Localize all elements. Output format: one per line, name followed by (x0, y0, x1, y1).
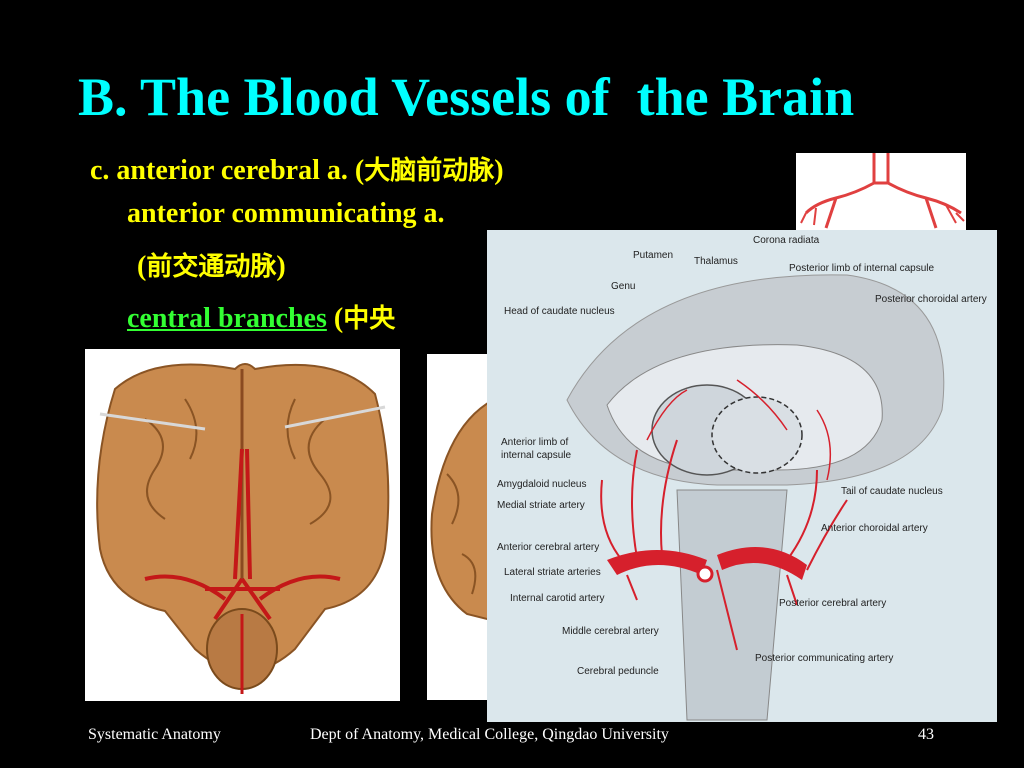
diagram-label: Genu (611, 281, 636, 292)
diagram-label: Head of caudate nucleus (504, 306, 615, 317)
bullet-anterior-cerebral: c. anterior cerebral a. (大脑前动脉) (90, 150, 504, 187)
diagram-label: Cerebral peduncle (577, 666, 659, 677)
footer-page-number: 43 (918, 726, 934, 743)
bullet-open: ( (137, 251, 147, 282)
footer-course: Systematic Anatomy (88, 726, 221, 743)
coronal-section-diagram: Corona radiata Putamen Thalamus Posterio… (487, 230, 997, 722)
bullet-central-branches: central branches (中央 (127, 298, 395, 335)
bullet-text: c. anterior cerebral a. ( (90, 155, 365, 186)
central-branches-link[interactable]: central branches (127, 303, 327, 334)
circle-of-willis-thumbnail (796, 153, 966, 231)
bullet-close: ) (276, 251, 286, 282)
diagram-label: Putamen (633, 250, 674, 261)
slide-title: B. The Blood Vessels of the Brain (78, 67, 855, 127)
diagram-label: Corona radiata (753, 235, 820, 246)
bullet-cjk: 大脑前动脉 (364, 156, 495, 186)
bullet-anterior-communicating: anterior communicating a. (127, 198, 445, 229)
footer-department: Dept of Anatomy, Medical College, Qingda… (310, 726, 669, 743)
diagram-label: Posterior cerebral artery (779, 598, 887, 609)
diagram-label: Tail of caudate nucleus (841, 486, 943, 497)
diagram-label: Anterior cerebral artery (497, 542, 600, 553)
diagram-label: Anterior limb of internal capsule (501, 437, 572, 461)
coronal-section-illustration (487, 230, 997, 722)
bullet-anterior-communicating-cn: (前交通动脉) (137, 246, 286, 283)
diagram-label: Posterior choroidal artery (875, 294, 987, 305)
bullet-cjk: 中央 (343, 304, 396, 334)
brain-base-photo (85, 349, 400, 701)
diagram-label: Thalamus (694, 256, 738, 267)
diagram-label: Anterior choroidal artery (821, 523, 928, 534)
bullet-close: ) (494, 155, 504, 186)
diagram-label: Medial striate artery (497, 500, 585, 511)
brain-base-illustration (85, 349, 400, 701)
diagram-label: Posterior communicating artery (755, 653, 894, 664)
diagram-label: Amygdaloid nucleus (497, 479, 587, 490)
diagram-label: Posterior limb of internal capsule (789, 263, 935, 274)
bullet-open: ( (326, 303, 344, 334)
diagram-label: Internal carotid artery (510, 593, 605, 604)
circle-of-willis-illustration (796, 153, 966, 231)
diagram-label: Middle cerebral artery (562, 626, 659, 637)
diagram-label: Lateral striate arteries (504, 567, 601, 578)
bullet-cjk: 前交通动脉 (146, 252, 277, 282)
